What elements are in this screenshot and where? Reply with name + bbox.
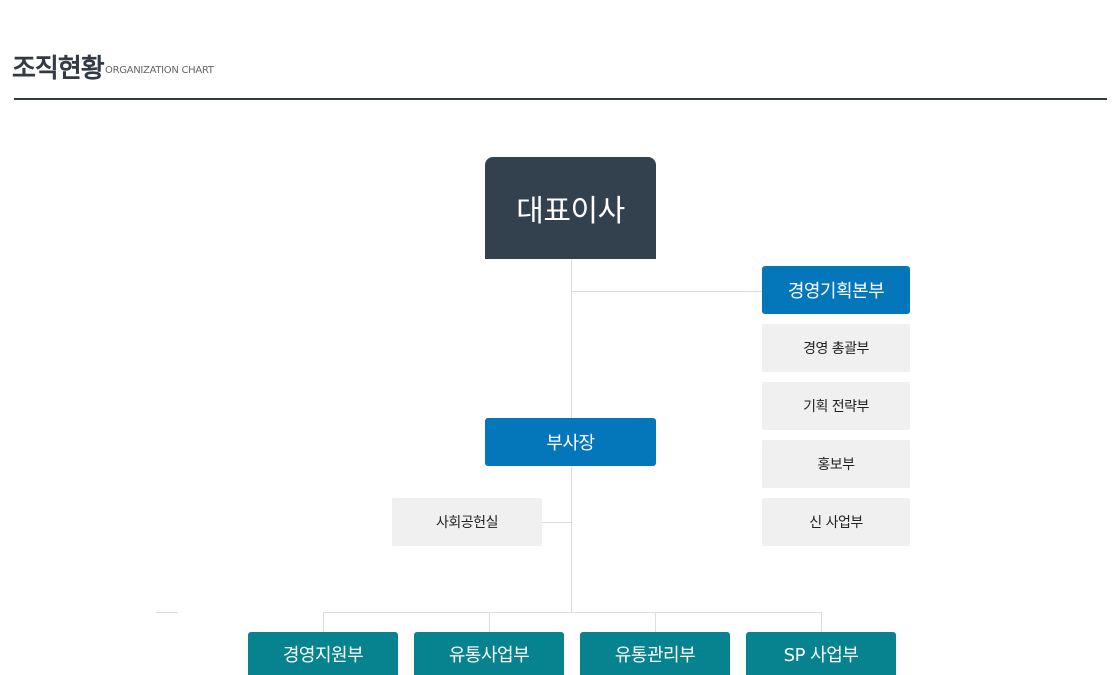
org-node-planning-strategy: 기획 전략부: [762, 382, 910, 430]
page-header: 조직현황 ORGANIZATION CHART: [0, 0, 1120, 100]
org-node-ceo: 대표이사: [485, 157, 656, 259]
org-node-new-business: 신 사업부: [762, 498, 910, 546]
org-node-social-contribution: 사회공헌실: [392, 498, 542, 546]
org-node-public-relations: 홍보부: [762, 440, 910, 488]
org-node-management-support: 경영지원부: [248, 632, 398, 675]
connector-divisions-bar: [323, 612, 822, 613]
org-node-planning-division: 경영기획본부: [762, 266, 910, 314]
connector-planning: [571, 291, 762, 292]
org-node-distribution-business: 유통사업부: [414, 632, 564, 675]
connector-division-4: [821, 612, 822, 632]
page-title: 조직현황: [12, 54, 105, 84]
org-node-sp-business: SP 사업부: [746, 632, 896, 675]
org-node-management-general: 경영 총괄부: [762, 324, 910, 372]
connector-social: [542, 522, 571, 523]
header-divider: [14, 98, 1107, 100]
connector-division-3: [655, 612, 656, 632]
page-subtitle: ORGANIZATION CHART: [105, 65, 214, 76]
org-node-vice-president: 부사장: [485, 418, 656, 466]
connector-division-1: [323, 612, 324, 632]
org-node-distribution-management: 유통관리부: [580, 632, 730, 675]
connector-division-2: [489, 612, 490, 632]
decorative-dash: [156, 612, 178, 613]
